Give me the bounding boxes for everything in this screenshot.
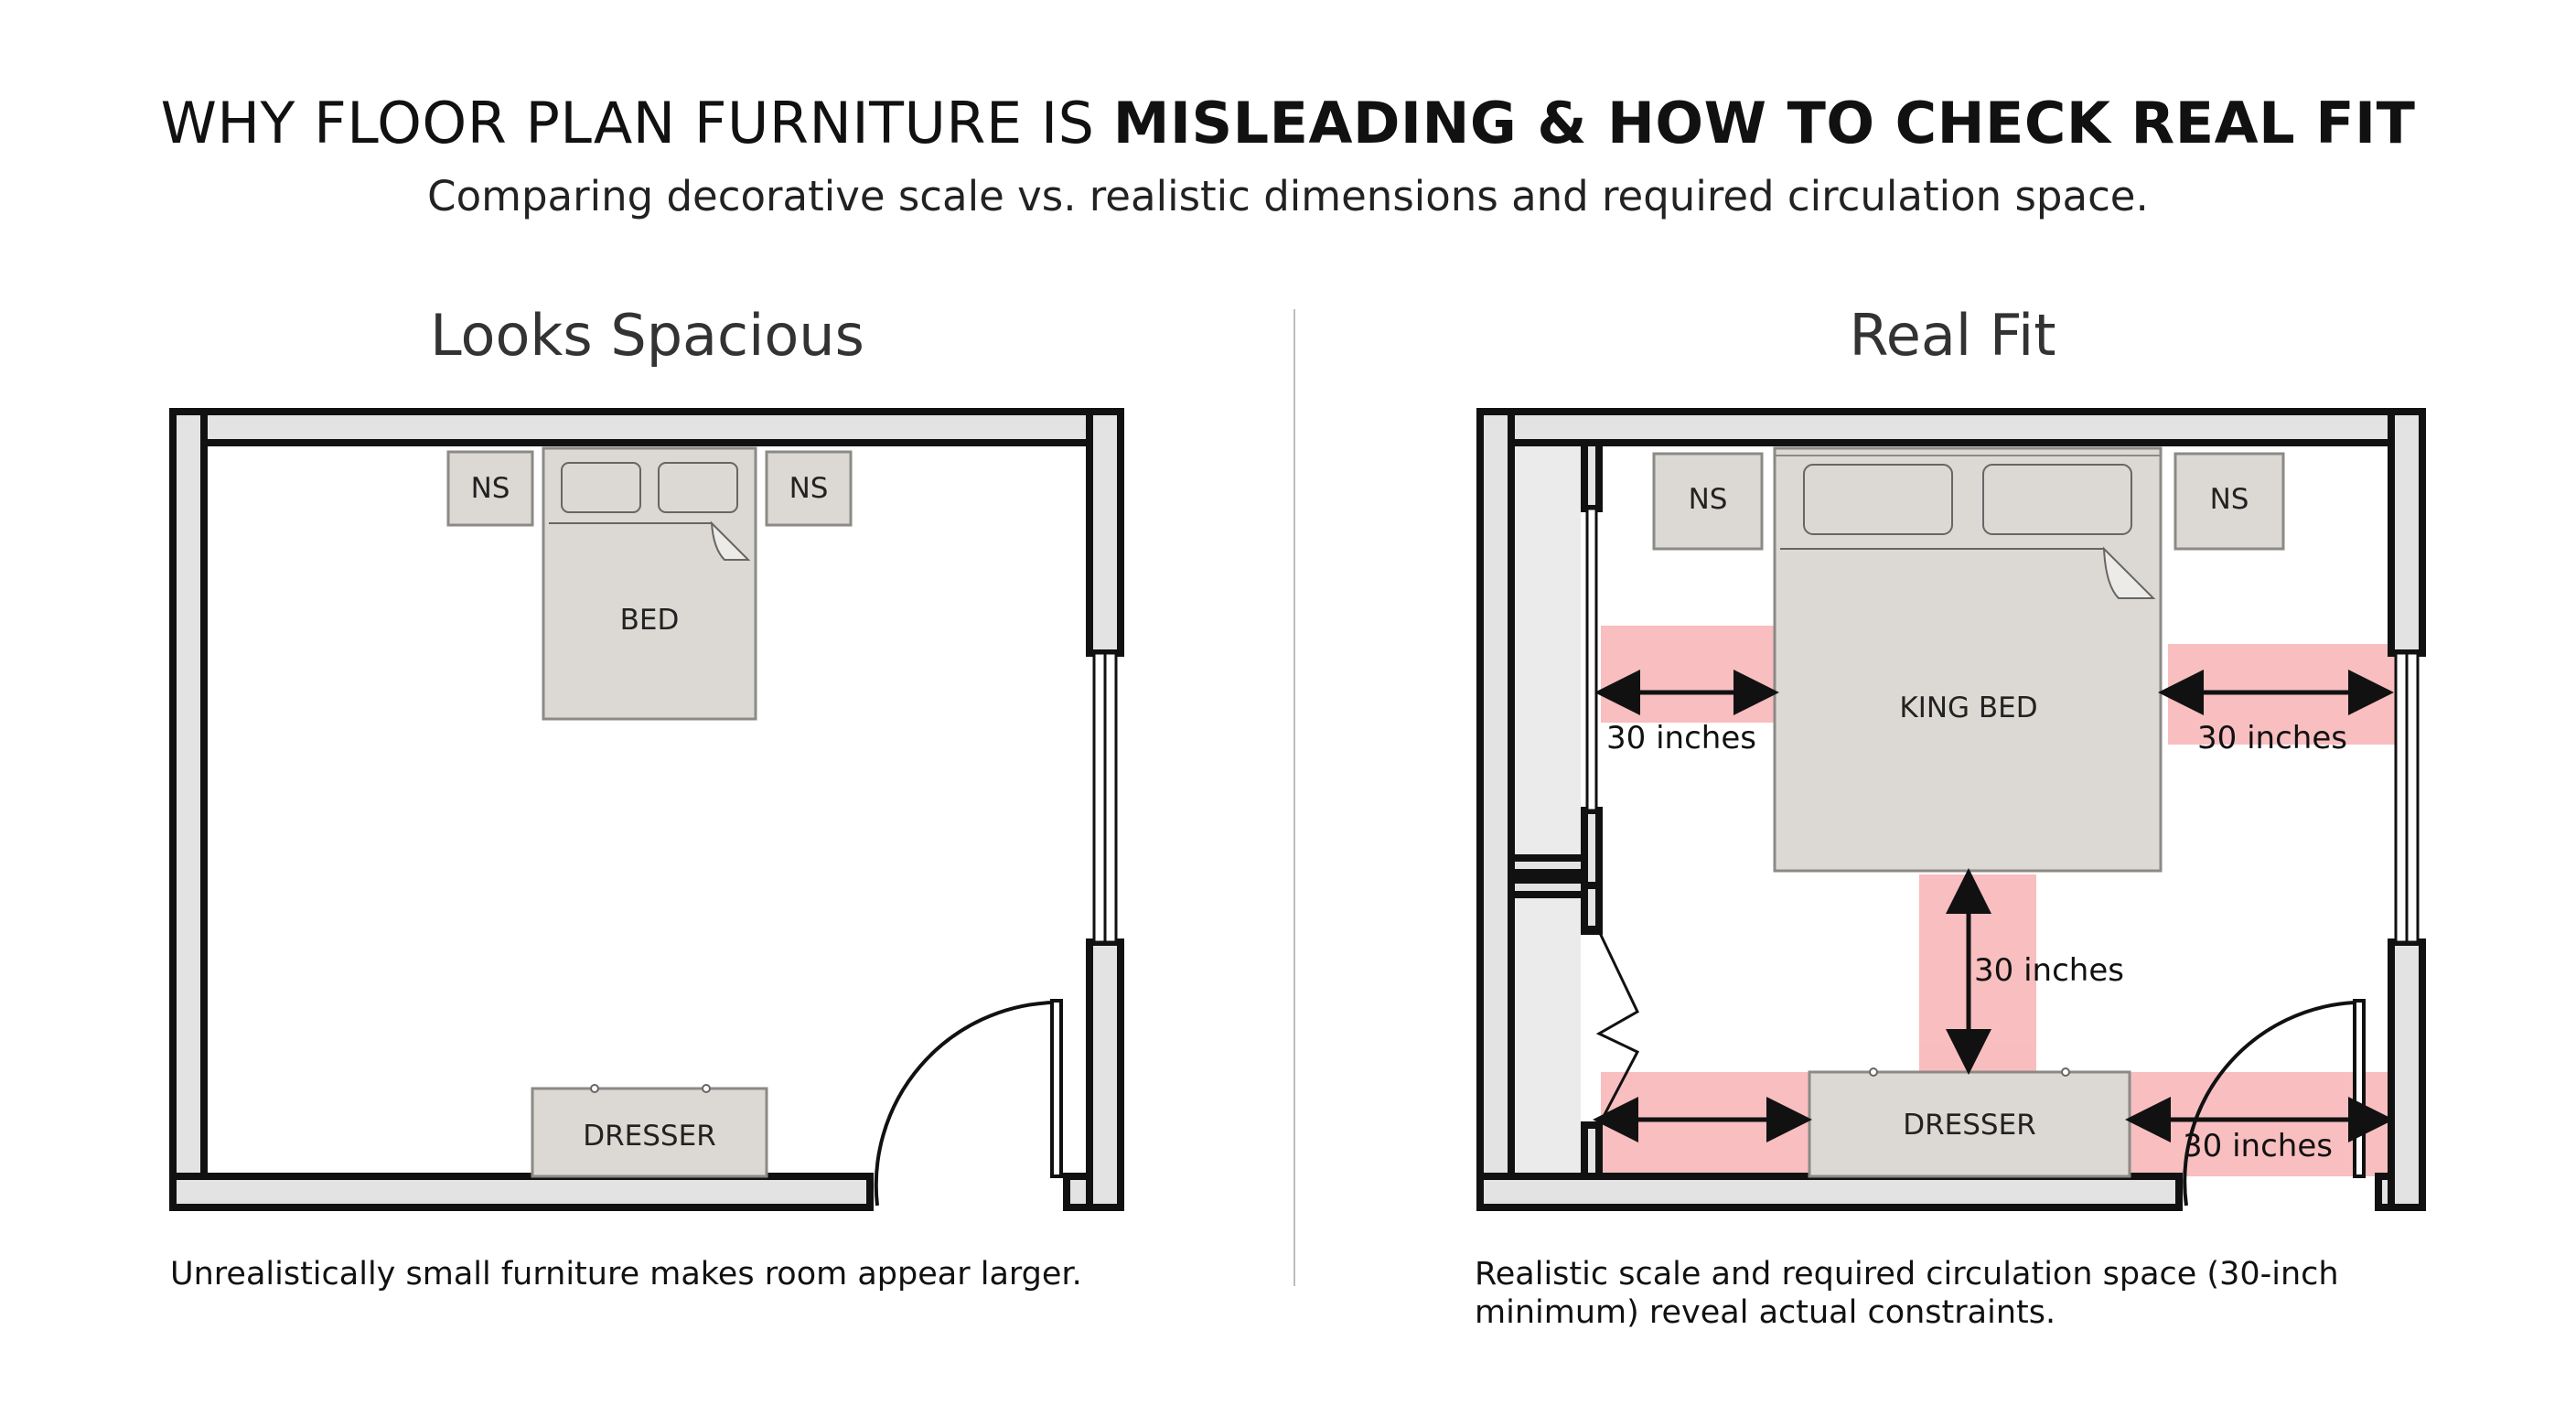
- dim-left-label: 30 inches: [1606, 720, 1756, 756]
- right-ns-right-label: NS: [2210, 483, 2249, 516]
- left-dresser: DRESSER: [531, 1084, 768, 1178]
- closet-door-lower: [1595, 930, 1640, 1126]
- right-door: [2183, 999, 2366, 1207]
- left-bed-label: BED: [620, 604, 680, 637]
- page-title: WHY FLOOR PLAN FURNITURE IS MISLEADING &…: [0, 90, 2576, 156]
- dimension-arrows: [1593, 670, 2394, 1142]
- title-bold: MISLEADING & HOW TO CHECK REAL FIT: [1112, 90, 2416, 156]
- left-door: [874, 999, 1063, 1207]
- left-ns-right-label: NS: [789, 472, 829, 505]
- right-bed-label: KING BED: [1899, 692, 2037, 724]
- right-king-bed: KING BED: [1773, 446, 2163, 873]
- panel-divider: [1293, 309, 1295, 1286]
- left-dresser-label: DRESSER: [583, 1120, 715, 1153]
- dim-right-label: 30 inches: [2197, 720, 2347, 756]
- right-walls: [1476, 408, 2426, 1211]
- right-floor-plan: NS NS KING BED DRESSER: [1476, 408, 2426, 1211]
- left-caption: Unrealistically small furniture makes ro…: [170, 1256, 1082, 1292]
- dim-bottom-right-label: 30 inches: [2183, 1128, 2333, 1164]
- right-window: [2394, 651, 2420, 944]
- left-nightstand-left: NS: [446, 450, 534, 527]
- closet-door-upper: [1585, 507, 1598, 812]
- title-plain: WHY FLOOR PLAN FURNITURE IS: [160, 90, 1113, 156]
- right-dresser-label: DRESSER: [1903, 1109, 2035, 1142]
- right-dresser: DRESSER: [1808, 1067, 2131, 1178]
- right-nightstand-left: NS: [1652, 452, 1764, 551]
- right-caption-line2: minimum) reveal actual constraints.: [1475, 1294, 2056, 1331]
- page-subtitle: Comparing decorative scale vs. realistic…: [427, 172, 2149, 220]
- left-ns-left-label: NS: [471, 472, 510, 505]
- left-walls: [169, 408, 1124, 1211]
- left-floor-plan: NS NS BED DRESSER: [169, 408, 1124, 1211]
- left-nightstand-right: NS: [765, 450, 853, 527]
- right-nightstand-right: NS: [2174, 452, 2285, 551]
- right-caption-line1: Realistic scale and required circulation…: [1475, 1256, 2339, 1292]
- left-bed: BED: [542, 446, 757, 721]
- left-panel-title: Looks Spacious: [430, 302, 864, 369]
- right-caption: Realistic scale and required circulation…: [1475, 1255, 2527, 1332]
- left-window: [1092, 651, 1118, 944]
- right-ns-left-label: NS: [1689, 483, 1728, 516]
- right-panel-title: Real Fit: [1849, 302, 2056, 369]
- clearance-left: [1601, 626, 1784, 723]
- closets: [1515, 446, 1581, 1173]
- dim-center-label: 30 inches: [1974, 952, 2124, 989]
